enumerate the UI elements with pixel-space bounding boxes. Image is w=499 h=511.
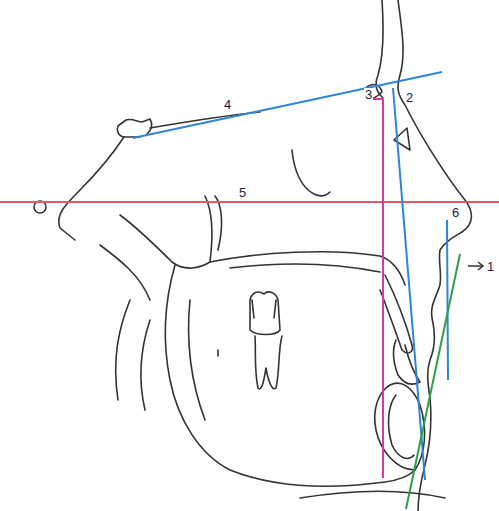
skull-outline — [34, 0, 471, 511]
callout-number: 6 — [451, 206, 460, 219]
callout-number: 2 — [405, 91, 414, 104]
callout-number: 3 — [364, 88, 373, 101]
callout-number: 6 — [451, 206, 460, 219]
soft-tissue-line — [447, 220, 448, 380]
frankfort-line — [0, 201, 499, 203]
callout-number: 4 — [223, 98, 232, 111]
callout-number: 5 — [238, 186, 247, 199]
callout-number: 4 — [223, 98, 232, 111]
callout-number: 2 — [405, 91, 414, 104]
vertical-line — [382, 99, 384, 478]
callout-number: 3 — [364, 88, 373, 101]
e-line — [406, 254, 460, 509]
callout-number: 1 — [486, 260, 495, 273]
facial-line — [393, 88, 425, 480]
callout-number: 1 — [486, 260, 495, 273]
callout-number: 5 — [238, 186, 247, 199]
pointer-arrow — [468, 262, 483, 270]
